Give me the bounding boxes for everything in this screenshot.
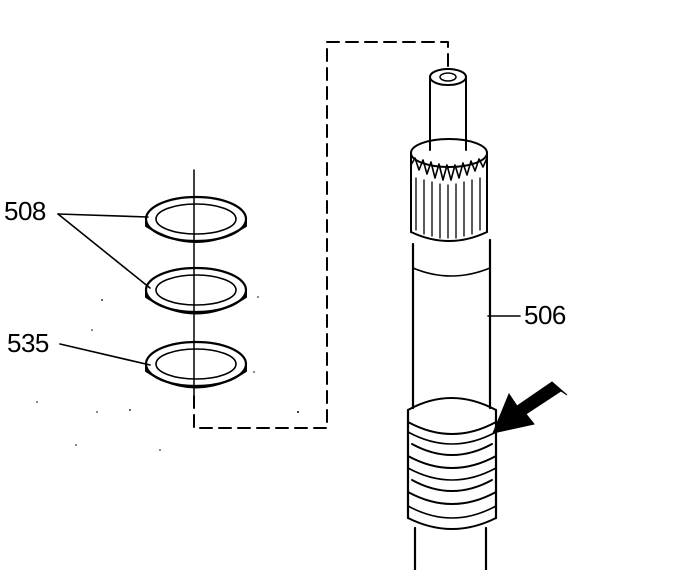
callout-label-535: 535 [7,328,49,358]
direction-arrow-icon [492,381,568,434]
seal-ring-535 [144,340,248,389]
seal-ring-508-lower [144,266,248,315]
shaft-506 [406,68,498,570]
assembly-path-dashed [193,41,449,429]
leader-line-508-lower [57,213,151,289]
callout-label-508: 508 [4,196,46,226]
scan-speckles [36,296,299,451]
leader-line-535 [59,343,151,366]
seal-ring-508-upper [144,195,248,243]
callout-label-506: 506 [524,300,566,330]
leader-line-508-upper [57,213,149,218]
